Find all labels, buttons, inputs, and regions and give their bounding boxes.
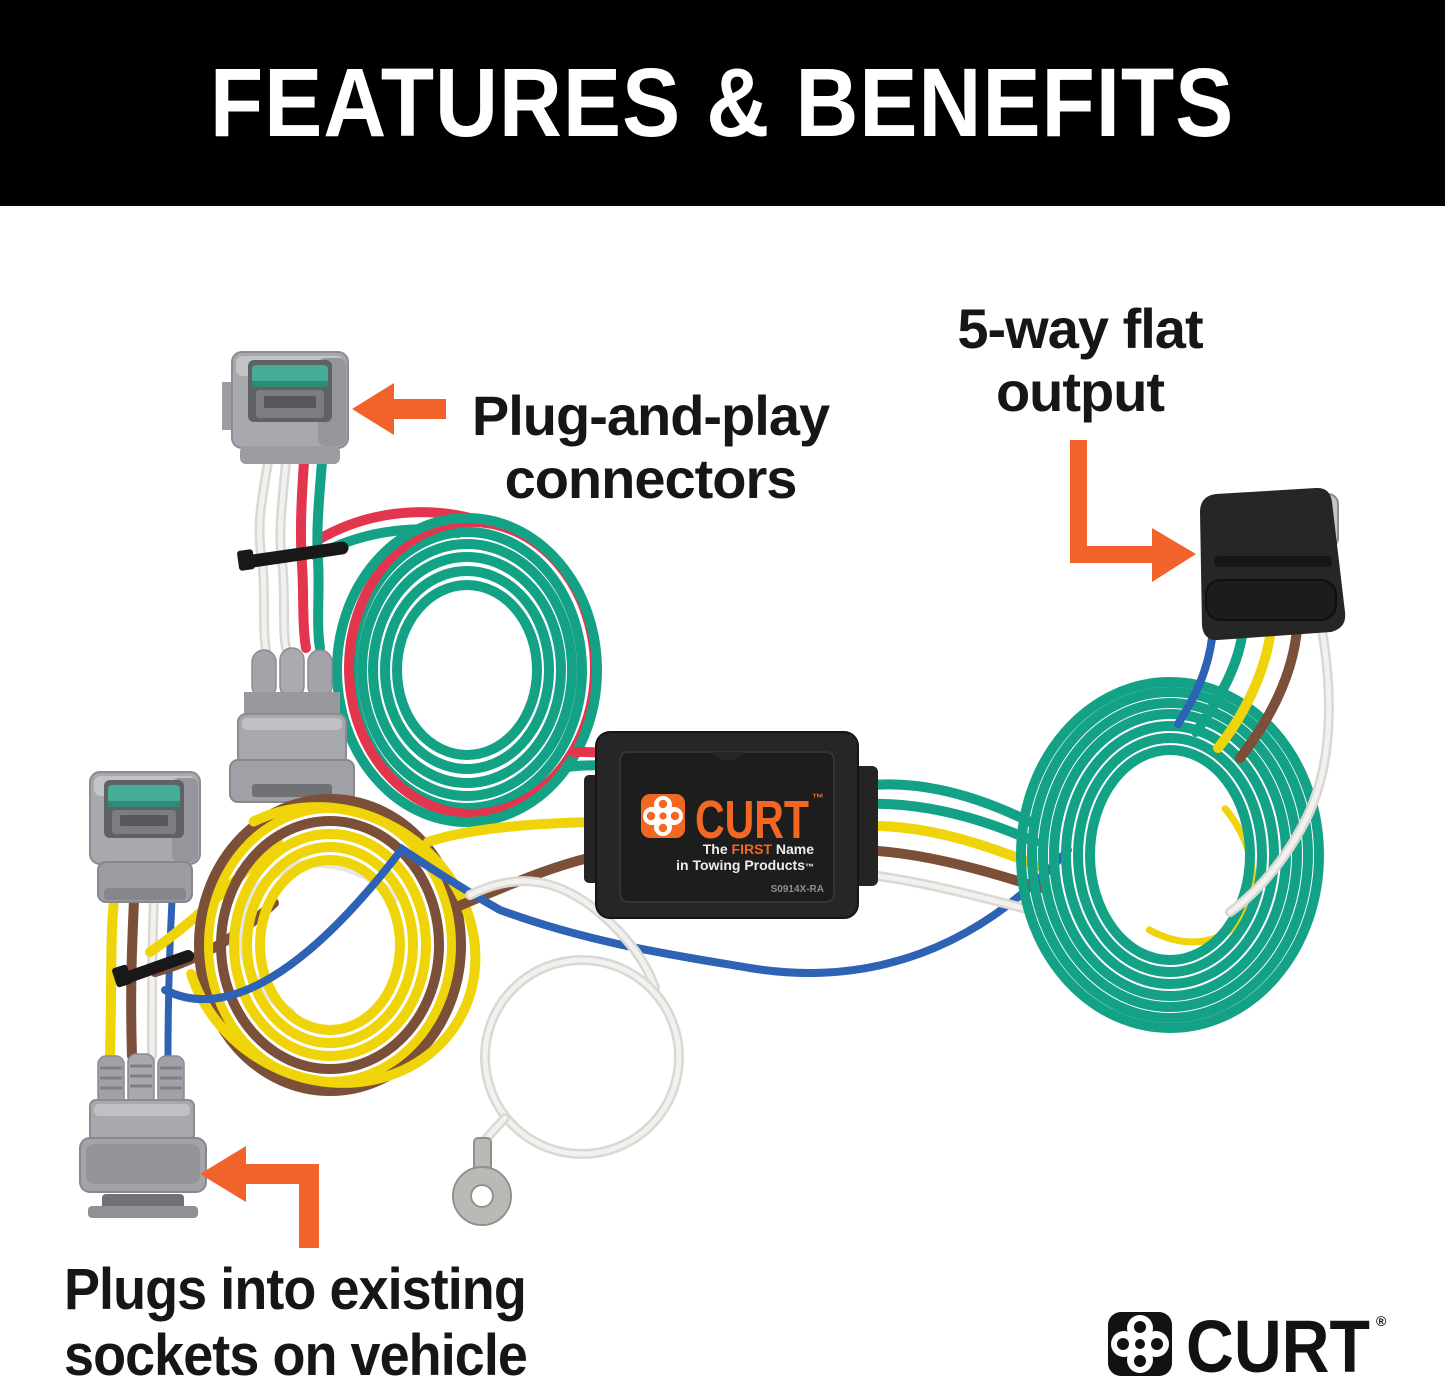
vehicle-plug-connector-bottom (79, 1053, 207, 1218)
curt-box-tagline-line1: The FIRST Name (703, 841, 814, 857)
zip-tie (112, 950, 194, 988)
plug-connector-wire-bundle-top (237, 457, 349, 655)
callout-plug-and-play: Plug-and-play connectors (428, 384, 873, 511)
callout-sockets-line2: sockets on vehicle (64, 1322, 528, 1379)
callout-plug-line2: connectors (504, 447, 798, 511)
curt-box-wordmark: CURT (695, 790, 809, 850)
curt-footer-logo: CURT ® (1108, 1305, 1387, 1379)
blue-wire (161, 843, 1072, 1004)
callout-5way-line1: 5-way flat (957, 297, 1203, 360)
vehicle-socket-connector-left (89, 771, 201, 903)
callout-plugs-into-sockets: Plugs into existing sockets on vehicle (64, 1257, 641, 1379)
header-bar: FEATURES & BENEFITS (0, 0, 1445, 206)
callout-five-way-flat: 5-way flat output (900, 297, 1260, 424)
curt-box-tagline-line2: in Towing Products™ (676, 857, 814, 873)
curt-converter-box: CURT ™ The FIRST Name in Towing Products… (584, 731, 878, 919)
five-way-flat-connector (1200, 487, 1346, 641)
curt-box-part-number: S0914X-RA (771, 884, 824, 895)
arrow-left-icon (352, 383, 446, 435)
arrow-elbow-left-icon (200, 1146, 319, 1248)
callout-plug-line1: Plug-and-play (471, 384, 830, 447)
box-to-coil-wires (855, 779, 1045, 917)
plug-and-play-connector (222, 351, 349, 464)
five-way-connector-wires (1174, 625, 1334, 917)
curt-box-wordmark-tm: ™ (812, 791, 824, 805)
vehicle-socket-connector-top (229, 647, 355, 803)
green-wire-coil-right (1016, 677, 1324, 1033)
callout-sockets-line1: Plugs into existing (64, 1257, 527, 1322)
arrow-elbow-right-icon (1070, 440, 1196, 582)
yellow-brown-wire-coil (145, 794, 620, 1096)
curt-footer-wordmark: CURT (1186, 1305, 1370, 1379)
green-red-wire-coil (311, 507, 639, 827)
curt-clover-logo-icon (1108, 1312, 1172, 1376)
page-title: FEATURES & BENEFITS (210, 48, 1235, 157)
curt-clover-logo-icon (641, 794, 685, 838)
curt-footer-registered: ® (1376, 1313, 1387, 1329)
callout-5way-line2: output (995, 360, 1165, 424)
